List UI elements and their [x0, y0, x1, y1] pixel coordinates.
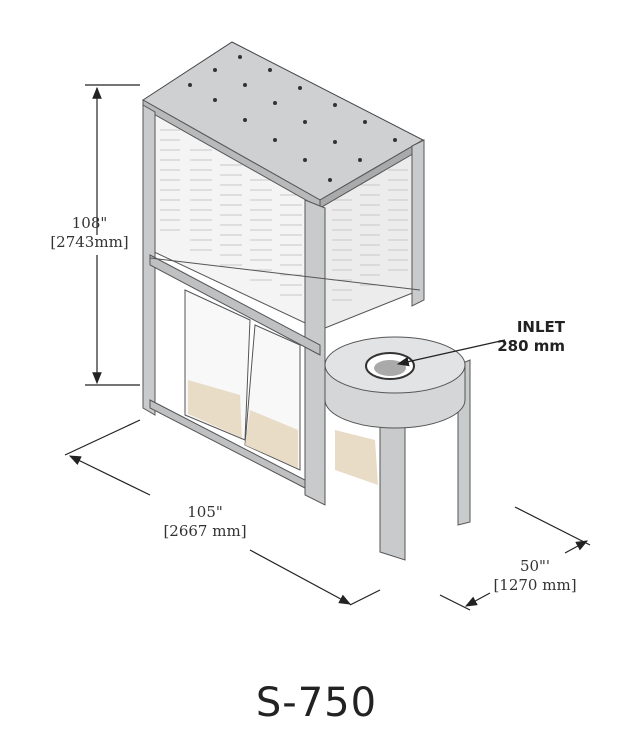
leg: [411, 139, 425, 307]
inlet-pointer: [396, 339, 506, 367]
height-imperial: 108": [71, 214, 108, 232]
depth-dimension-label: 50"' [1270 mm]: [480, 557, 590, 595]
inlet-title: INLET: [516, 318, 565, 336]
length-dimension-line: [64, 419, 381, 606]
inlet-size: 280 mm: [497, 337, 565, 355]
length-imperial: 105": [187, 503, 223, 521]
leg: [142, 104, 156, 416]
height-metric: [2743mm]: [50, 233, 129, 251]
height-dimension-line: [85, 84, 140, 386]
height-dimension-label: 108" [2743mm]: [42, 214, 137, 252]
depth-dimension-line: [439, 506, 591, 611]
length-metric: [2667 mm]: [163, 522, 247, 540]
inlet-label: INLET 280 mm: [480, 318, 565, 356]
depth-imperial: 50"': [519, 557, 551, 575]
model-title: S-750: [255, 680, 378, 726]
depth-metric: [1270 mm]: [493, 576, 577, 594]
length-dimension-label: 105" [2667 mm]: [150, 503, 260, 541]
filter-cabinet: [142, 41, 471, 561]
